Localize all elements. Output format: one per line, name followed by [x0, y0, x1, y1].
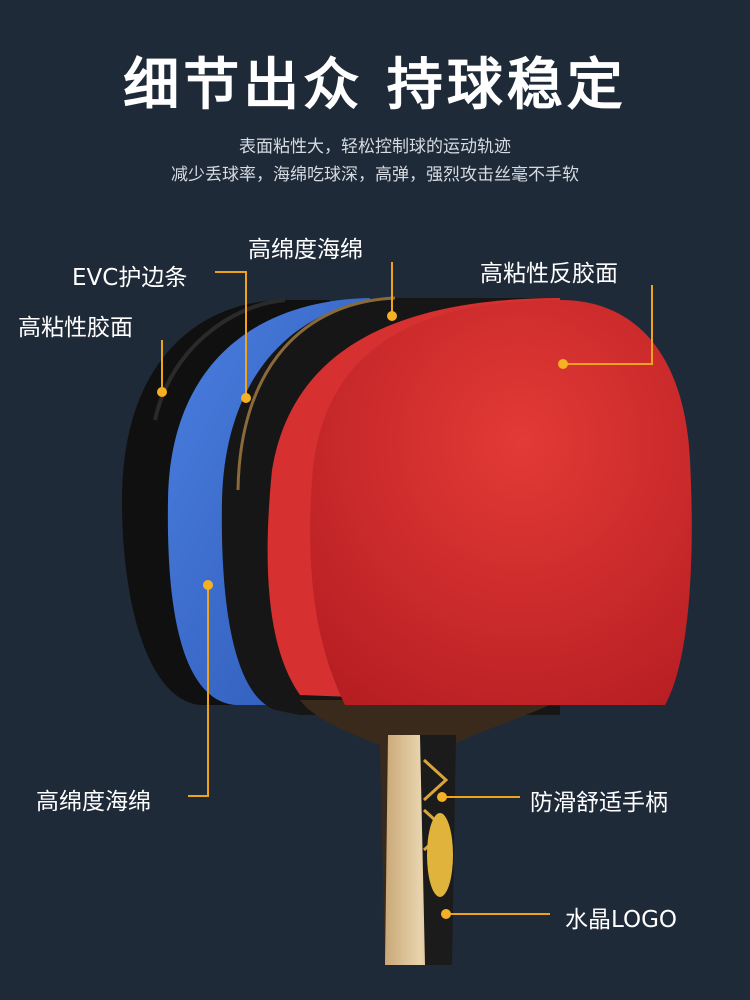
label-edge-strip: EVC护边条	[72, 265, 188, 291]
label-sticky-rubber-right: 高粘性反胶面	[480, 261, 618, 287]
subtitle-line-1: 表面粘性大，轻松控制球的运动轨迹	[239, 137, 511, 157]
subtitle-line-2: 减少丢球率，海绵吃球深，高弹，强烈攻击丝毫不手软	[171, 165, 579, 185]
label-sticky-rubber-left: 高粘性胶面	[18, 315, 133, 341]
page-title: 细节出众 持球稳定	[123, 53, 627, 118]
label-logo: 水晶LOGO	[565, 907, 678, 933]
label-sponge-bottom: 高绵度海绵	[36, 789, 151, 815]
label-sponge-top: 高绵度海绵	[248, 237, 363, 263]
front-red-rubber	[310, 300, 692, 705]
handle	[300, 700, 560, 965]
callout-lines	[161, 262, 653, 915]
callout-dots	[157, 311, 568, 919]
label-handle: 防滑舒适手柄	[530, 790, 668, 816]
